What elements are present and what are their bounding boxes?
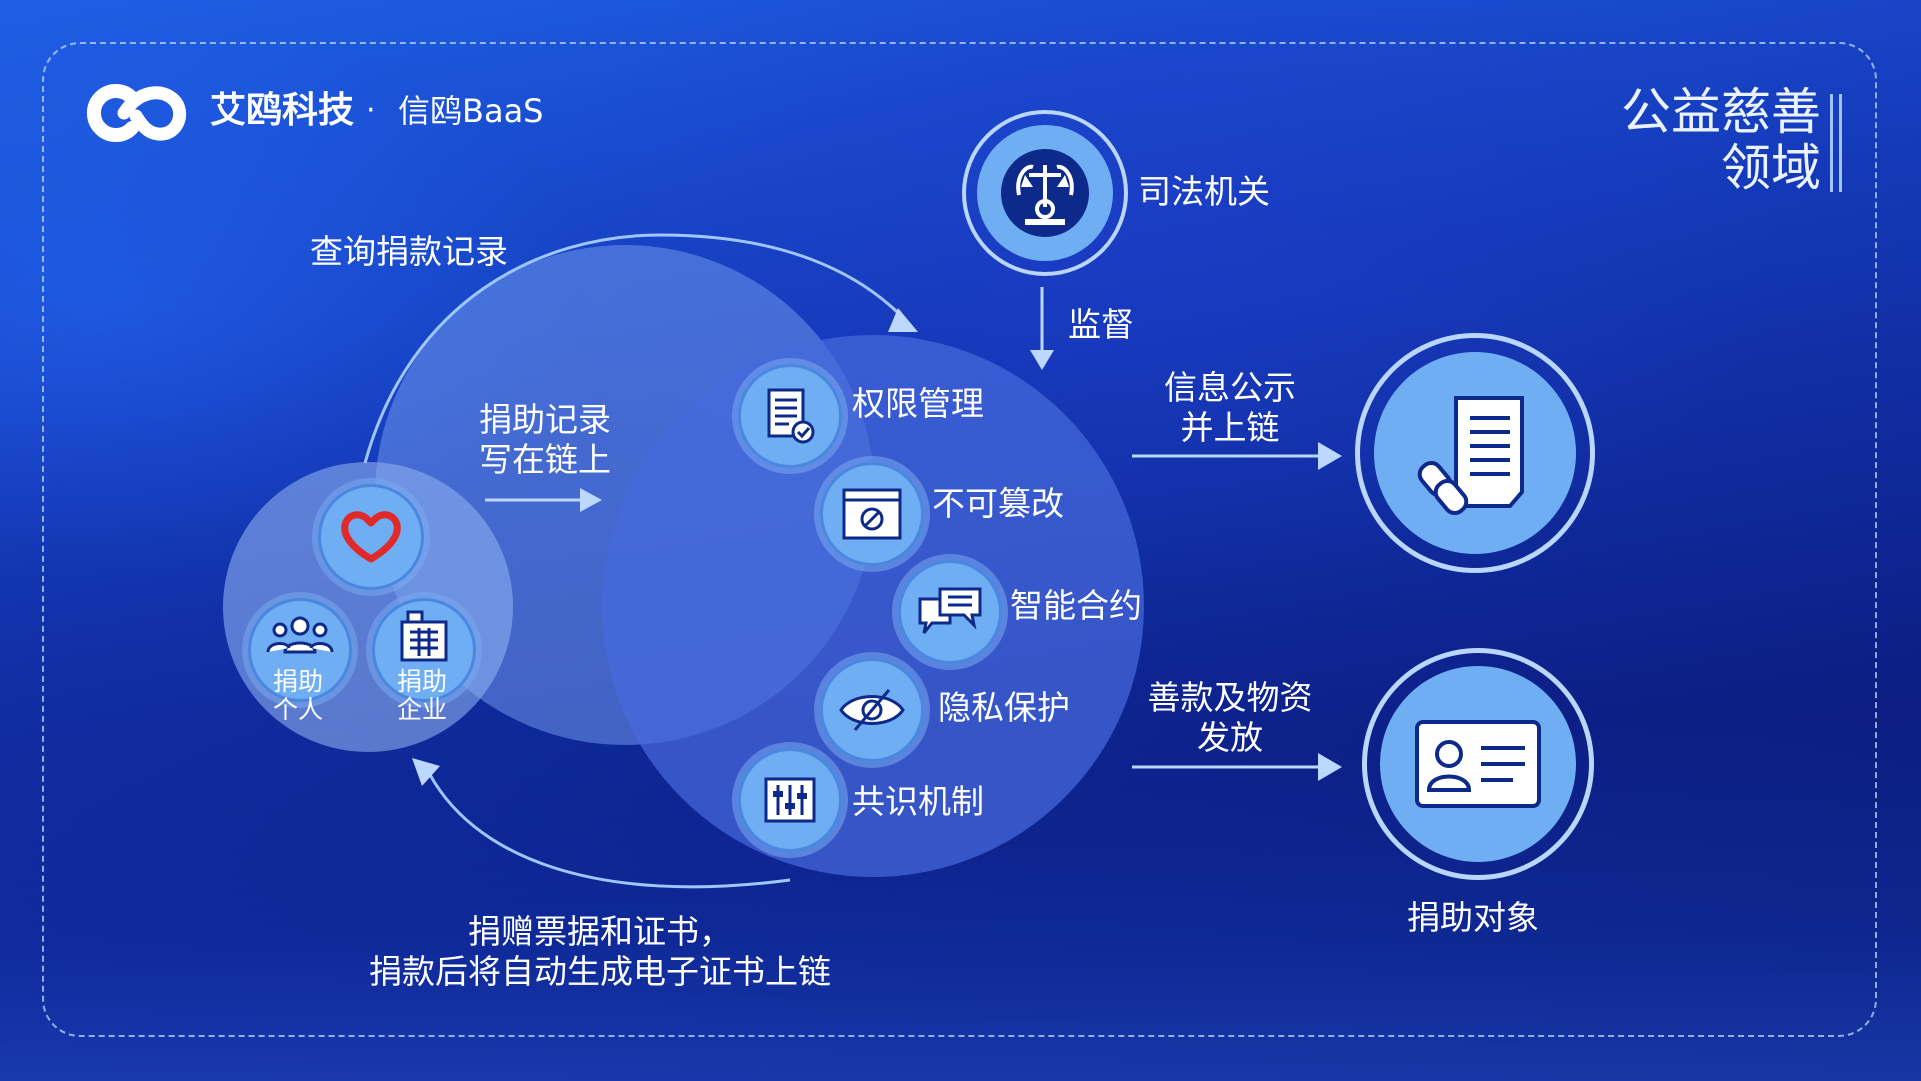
feature-privacy-label: 隐私保护 bbox=[938, 688, 1070, 727]
feature-consensus-node bbox=[738, 748, 842, 852]
enterprise-donor-label-line1: 捐助 bbox=[396, 667, 447, 696]
court-emblem-icon bbox=[1001, 149, 1089, 237]
flow-certificate-label: 捐赠票据和证书， 捐款后将自动生成电子证书上链 bbox=[360, 912, 840, 992]
flow-query-label: 查询捐款记录 bbox=[310, 232, 508, 271]
feature-immutable-node bbox=[820, 462, 924, 566]
flow-write-label: 捐助记录 写在链上 bbox=[470, 400, 620, 480]
people-icon bbox=[266, 616, 334, 654]
flow-publish-label: 信息公示 并上链 bbox=[1140, 368, 1320, 448]
feature-smart-contract-label: 智能合约 bbox=[1010, 586, 1142, 625]
feature-immutable-label: 不可篡改 bbox=[932, 484, 1064, 523]
flow-write-line1: 捐助记录 bbox=[479, 400, 611, 439]
public-record-node bbox=[1355, 333, 1595, 573]
feature-consensus-label: 共识机制 bbox=[852, 782, 984, 821]
flow-publish-line1: 信息公示 bbox=[1164, 368, 1296, 407]
title-accent-bar bbox=[1839, 94, 1842, 192]
judicial-node bbox=[962, 110, 1128, 276]
recipient-node bbox=[1362, 648, 1594, 880]
recipient-label: 捐助对象 bbox=[1407, 898, 1539, 937]
flow-certificate-line1: 捐赠票据和证书， bbox=[468, 912, 732, 951]
dashed-frame bbox=[42, 42, 1877, 1037]
feature-smart-contract-node bbox=[898, 560, 1002, 664]
browser-forbidden-icon bbox=[842, 488, 902, 540]
page-title-line1: 公益慈善 bbox=[1621, 83, 1821, 141]
brand-product: 信鸥BaaS bbox=[398, 92, 544, 130]
flow-distribute-line2: 发放 bbox=[1197, 718, 1263, 757]
personal-donor-label-line1: 捐助 bbox=[272, 667, 323, 696]
judicial-label: 司法机关 bbox=[1138, 172, 1270, 211]
brand-logo-icon bbox=[84, 80, 194, 150]
flow-distribute-label: 善款及物资 发放 bbox=[1130, 678, 1330, 758]
heart-icon bbox=[341, 511, 401, 563]
eye-slash-icon bbox=[839, 689, 905, 731]
title-accent-bar bbox=[1830, 94, 1833, 192]
feature-permission-node bbox=[738, 364, 842, 468]
flow-supervise-label: 监督 bbox=[1068, 305, 1134, 344]
flow-publish-line2: 并上链 bbox=[1180, 408, 1280, 447]
flow-certificate-line2: 捐款后将自动生成电子证书上链 bbox=[369, 952, 831, 991]
page-title-line2: 领域 bbox=[1721, 139, 1821, 197]
sliders-icon bbox=[764, 777, 816, 823]
chat-bubbles-icon bbox=[918, 587, 982, 634]
feature-privacy-node bbox=[820, 658, 924, 762]
id-card-icon bbox=[1415, 720, 1541, 808]
enterprise-donor-label: 捐助 企业 bbox=[382, 668, 462, 724]
personal-donor-node bbox=[248, 598, 352, 702]
brand-separator: · bbox=[366, 93, 376, 128]
flow-distribute-line1: 善款及物资 bbox=[1147, 678, 1313, 717]
flow-write-line2: 写在链上 bbox=[479, 440, 611, 479]
brand-company: 艾鸥科技 bbox=[210, 90, 355, 131]
page-title: 公益慈善 领域 bbox=[1621, 84, 1821, 196]
personal-donor-label-line2: 个人 bbox=[272, 695, 323, 724]
enterprise-donor-label-line2: 企业 bbox=[396, 695, 447, 724]
feature-permission-label: 权限管理 bbox=[852, 384, 984, 423]
document-check-icon bbox=[767, 388, 815, 444]
document-chain-icon bbox=[1417, 396, 1524, 516]
blockchain-circle bbox=[602, 335, 1144, 877]
enterprise-donor-node bbox=[372, 598, 476, 702]
personal-donor-label: 捐助 个人 bbox=[258, 668, 338, 724]
building-icon bbox=[400, 610, 448, 662]
charity-heart-node bbox=[318, 484, 424, 590]
